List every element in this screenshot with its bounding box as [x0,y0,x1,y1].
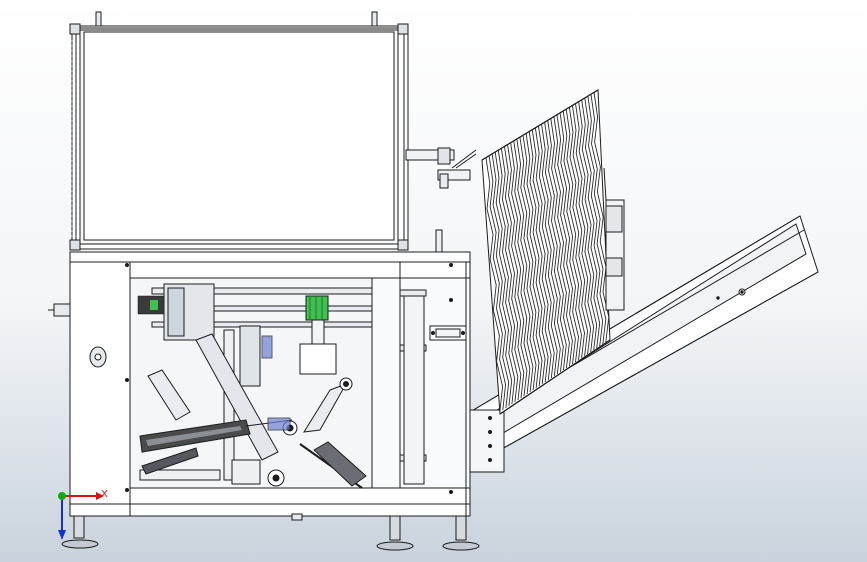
magazine-sheet [519,137,537,391]
discharge-chute [469,215,819,473]
guide-rails [137,283,427,462]
magazine-sheet [513,140,531,395]
magazine-sheet [590,93,607,345]
magazine-sheet [528,131,546,385]
leveling-feet [61,513,480,551]
magazine-sheet [491,154,510,409]
magazine-sheet [581,99,598,351]
magazine-sheet [525,133,543,387]
magazine-sheet [504,146,522,401]
magazine-sheet [488,156,507,411]
magazine-sheet [571,105,589,357]
magazine-sheet [550,118,567,371]
side-plate [429,325,467,341]
magazine-sheet [553,116,570,369]
magazine-sheet [522,135,540,389]
magazine-sheet [587,95,604,347]
magazine-sheet [507,144,525,399]
magazine-sheet [556,114,573,367]
magazine-sheet [562,110,579,363]
magazine-sheet [544,122,561,375]
magazine-sheet [497,150,516,405]
magazine-sheet [565,108,582,361]
carton-magazine [481,89,625,415]
magazine-sheet [510,142,528,397]
magazine-sheet [485,157,504,413]
linkage-mechanism [139,333,367,489]
magazine-sheet [538,125,555,379]
magazine-sheet [568,107,585,359]
side-bracket [405,147,477,189]
magazine-sheet [541,123,558,377]
magazine-sheet [559,112,576,365]
top-cabinet [69,11,409,251]
x-axis-label: X [101,489,108,500]
magazine-sheet [516,139,534,393]
locating-pin [435,229,443,253]
magazine-sheet [500,148,519,403]
magazine-sheet [578,101,595,353]
coordinate-triad [58,492,104,540]
magazine-sheet [494,152,513,407]
magazine-sheet [547,120,564,373]
magazine-sheet [531,129,549,383]
magazine-sheet [593,91,610,343]
magazine-sheet [584,97,601,349]
magazine-sheet [575,103,592,355]
vertical-posts [223,295,425,485]
magazine-sheet [534,127,552,381]
